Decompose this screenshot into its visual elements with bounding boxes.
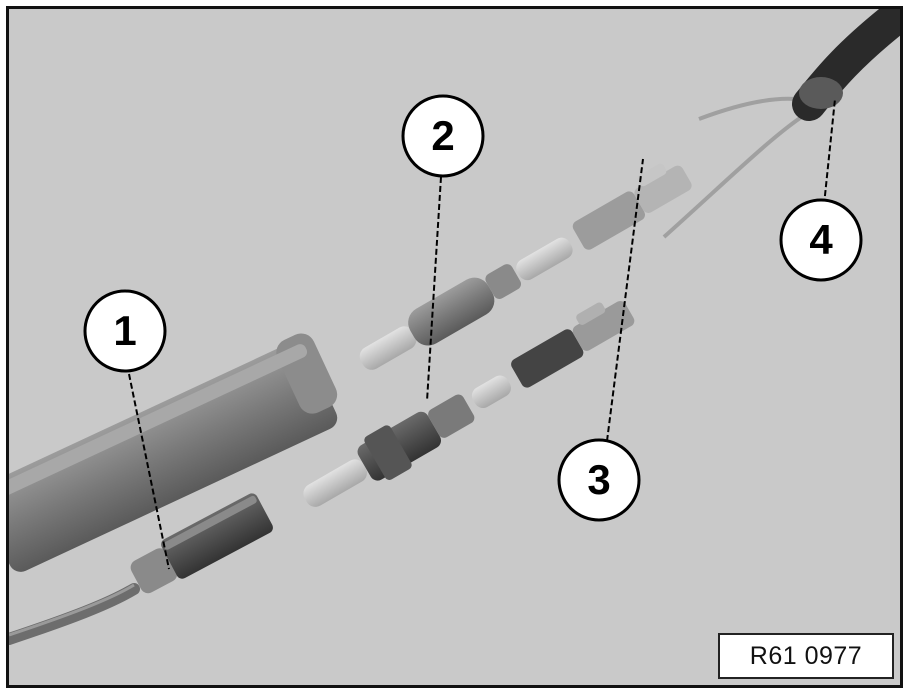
- callout-3-label: 3: [587, 456, 610, 503]
- cable-4: [792, 9, 900, 121]
- leader-line-2: [426, 176, 442, 402]
- callout-2: 2: [401, 94, 485, 178]
- main-cable: [9, 583, 140, 645]
- callout-4-label: 4: [809, 216, 833, 263]
- leader-line-1: [128, 373, 170, 570]
- connector-2-upper: [359, 163, 692, 370]
- callout-4: 4: [779, 198, 863, 282]
- connector-housing-large: [9, 333, 338, 572]
- leader-line-3: [606, 158, 644, 442]
- leader-line-4: [823, 98, 836, 206]
- main-cable-highlight: [9, 583, 135, 637]
- callout-3: 3: [557, 438, 641, 522]
- connector-2-lower: [303, 301, 635, 507]
- reference-code-box: R61 0977: [718, 633, 894, 679]
- callout-1-label: 1: [113, 307, 136, 354]
- callout-1: 1: [83, 289, 167, 373]
- connector-1: [130, 493, 273, 594]
- connector-diagram: 1 2 3 4: [9, 9, 900, 645]
- reference-code: R61 0977: [749, 641, 863, 670]
- callout-2-label: 2: [431, 112, 454, 159]
- figure-frame: 1 2 3 4 R61 0977: [6, 6, 903, 688]
